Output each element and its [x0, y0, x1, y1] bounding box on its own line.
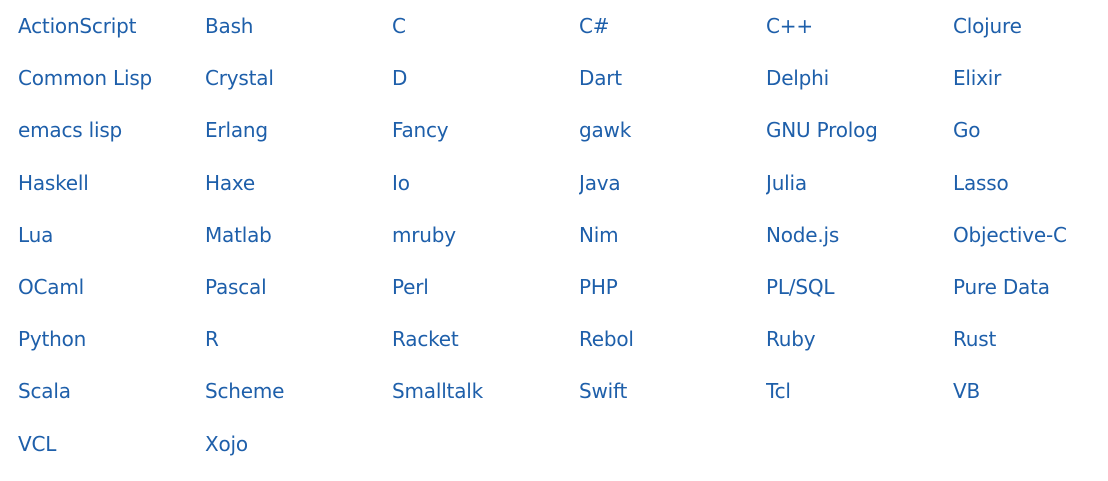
language-link-nim[interactable]: Nim [579, 222, 619, 247]
language-link-python[interactable]: Python [18, 327, 87, 352]
language-link-vcl[interactable]: VCL [18, 431, 57, 456]
language-link-matlab[interactable]: Matlab [205, 222, 272, 247]
language-link-delphi[interactable]: Delphi [766, 66, 829, 91]
language-link-vb[interactable]: VB [953, 379, 981, 404]
language-link-crystal[interactable]: Crystal [205, 66, 274, 91]
language-link-c[interactable]: C [392, 14, 406, 38]
language-link-emacs-lisp[interactable]: emacs lisp [18, 118, 123, 143]
language-link-actionscript[interactable]: ActionScript [18, 14, 137, 38]
language-link-pascal[interactable]: Pascal [205, 274, 267, 299]
language-link-nodejs[interactable]: Node.js [766, 222, 840, 247]
language-link-r[interactable]: R [205, 327, 219, 352]
language-link-go[interactable]: Go [953, 118, 981, 143]
language-link-rust[interactable]: Rust [953, 327, 997, 352]
language-link-perl[interactable]: Perl [392, 274, 429, 299]
language-link-common-lisp[interactable]: Common Lisp [18, 66, 153, 91]
language-link-cpp[interactable]: C++ [766, 14, 813, 38]
language-link-haskell[interactable]: Haskell [18, 170, 89, 195]
language-link-lasso[interactable]: Lasso [953, 170, 1009, 195]
language-link-clojure[interactable]: Clojure [953, 14, 1022, 38]
language-link-csharp[interactable]: C# [579, 14, 610, 38]
language-link-scheme[interactable]: Scheme [205, 379, 285, 404]
language-link-objective-c[interactable]: Objective-C [953, 222, 1067, 247]
language-link-ocaml[interactable]: OCaml [18, 274, 85, 299]
language-link-gnu-prolog[interactable]: GNU Prolog [766, 118, 878, 143]
language-link-swift[interactable]: Swift [579, 379, 628, 404]
language-link-rebol[interactable]: Rebol [579, 327, 634, 352]
language-link-dart[interactable]: Dart [579, 66, 622, 91]
language-link-mruby[interactable]: mruby [392, 222, 456, 247]
language-link-ruby[interactable]: Ruby [766, 327, 816, 352]
language-link-io[interactable]: Io [392, 170, 410, 195]
language-link-plsql[interactable]: PL/SQL [766, 274, 835, 299]
language-link-fancy[interactable]: Fancy [392, 118, 449, 143]
language-link-haxe[interactable]: Haxe [205, 170, 256, 195]
language-link-scala[interactable]: Scala [18, 379, 71, 404]
language-link-php[interactable]: PHP [579, 274, 618, 299]
language-link-pure-data[interactable]: Pure Data [953, 274, 1050, 299]
language-link-java[interactable]: Java [579, 170, 621, 195]
language-link-gawk[interactable]: gawk [579, 118, 632, 143]
language-link-elixir[interactable]: Elixir [953, 66, 1002, 91]
language-grid: ActionScript Bash C C# C++ Clojure Commo… [18, 0, 1108, 481]
language-link-d[interactable]: D [392, 66, 408, 91]
language-link-tcl[interactable]: Tcl [766, 379, 791, 404]
language-link-lua[interactable]: Lua [18, 222, 54, 247]
language-link-julia[interactable]: Julia [766, 170, 807, 195]
language-link-racket[interactable]: Racket [392, 327, 459, 352]
language-link-bash[interactable]: Bash [205, 14, 254, 38]
language-link-xojo[interactable]: Xojo [205, 431, 248, 456]
language-link-smalltalk[interactable]: Smalltalk [392, 379, 483, 404]
language-link-erlang[interactable]: Erlang [205, 118, 268, 143]
